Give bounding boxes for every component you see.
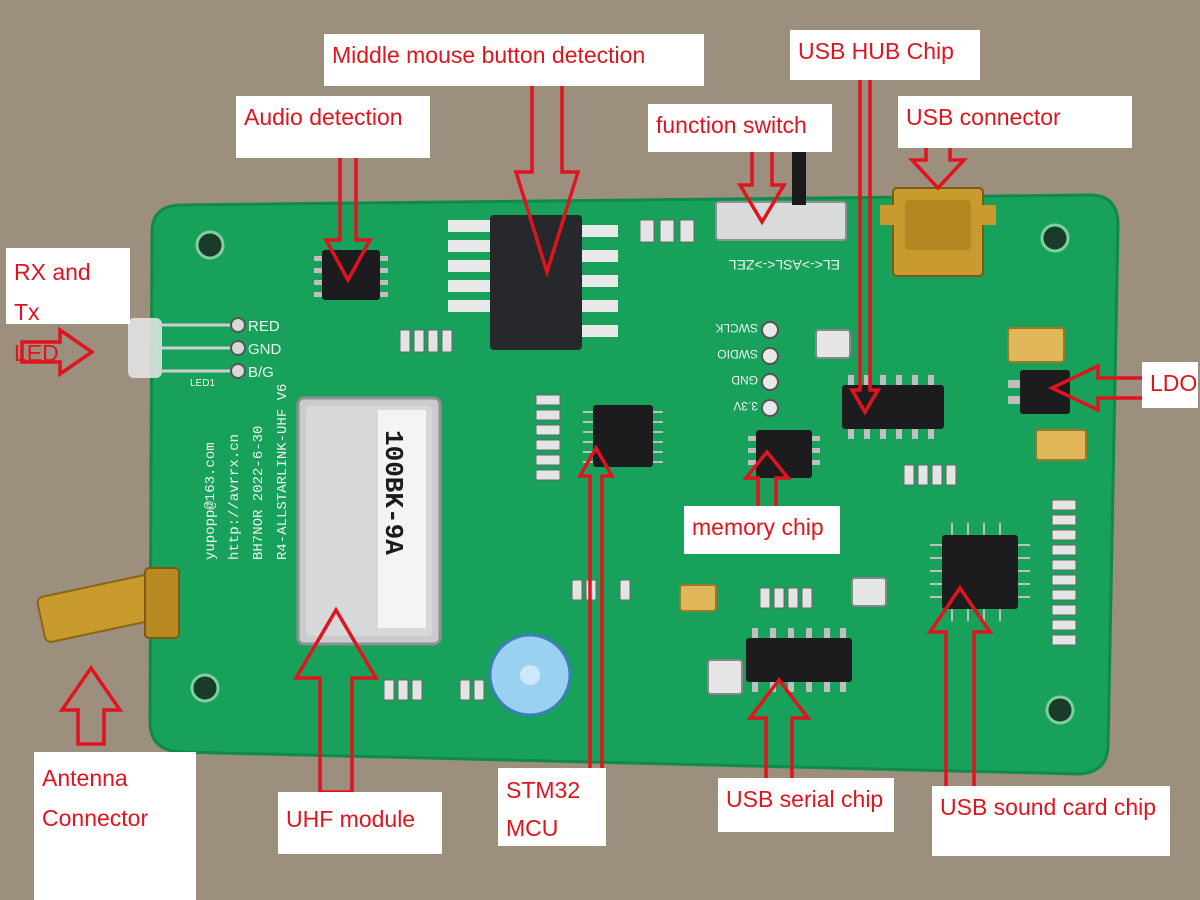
crystal-3 [707,659,743,695]
led-gnd-label: GND [248,341,282,358]
label-uhf-module: UHF module [278,792,442,854]
label-stm32-mcu: STM32 MCU [498,768,606,846]
label-usb-serial-chip: USB serial chip [718,778,894,832]
mini-usb-connector [880,187,996,277]
label-function-switch: function switch [648,104,832,152]
arrow-middle-mouse [513,70,581,278]
silk-email: yupopp@163.com [203,442,219,560]
label-usb-hub-chip: USB HUB Chip [790,30,980,80]
silk-model: R4-ALLSTARLINK-UHF V6 [275,384,291,560]
function-switch: EL<->ASL<->ZEL [715,145,847,273]
switch-silkscreen: EL<->ASL<->ZEL [728,257,840,273]
crystal-1 [815,329,851,359]
crystal-2 [851,577,887,607]
label-audio-detection: Audio detection [236,96,430,158]
arrow-rx-tx [20,326,96,378]
usb-hub-chip [842,375,944,439]
electrolytic-capacitor [488,633,572,717]
label-usb-connector: USB connector [898,96,1132,148]
tantalum-cap-top [1007,327,1065,363]
tantalum-cap-bottom [1035,429,1087,461]
arrow-usb-sound [926,584,994,794]
label-ldo: LDO [1142,362,1198,408]
arrow-ldo [1047,363,1148,413]
silk-url: http://avrrx.cn [227,434,243,560]
label-usb-sound-card-chip: USB sound card chip [932,786,1170,856]
swd-3v3: 3.3V [733,399,758,413]
label-memory-chip: memory chip [684,506,840,554]
silk-date: BH7NOR 2022-6-30 [251,426,267,560]
arrow-usb-hub [848,70,882,416]
rx-tx-led: RED GND B/G LED1 [128,317,282,389]
led-red-label: RED [248,318,280,335]
tantalum-cap-mid [679,584,717,612]
arrow-antenna [58,664,124,746]
swd-pads: SWCLK SWDIO GND 3.3V [715,321,779,417]
label-antenna-connector: Antenna Connector [34,752,196,900]
uhf-module-text: 100BK-9A [378,430,408,555]
stm32-mcu-chip [583,405,663,467]
swd-swclk: SWCLK [715,321,758,335]
uhf-module: 100BK-9A [296,396,442,646]
memory-chip [748,430,820,478]
board-silkscreen-text: yupopp@163.com http://avrrx.cn BH7NOR 20… [203,384,291,560]
arrow-memory [742,449,792,510]
swd-gnd: GND [731,373,758,387]
middle-mouse-sensor [448,215,618,350]
label-middle-mouse-detection: Middle mouse button detection [324,34,704,86]
led-bg-label: B/G [248,364,274,381]
arrow-stm32 [576,444,616,792]
annotation-arrows [20,70,1148,794]
arrow-uhf [292,606,380,794]
usb-sound-card-chip [930,523,1030,621]
label-rx-tx-led: RX and Tx LED [6,248,130,366]
mounting-holes [190,223,1075,725]
arrow-audio [323,140,373,284]
smd-components [383,219,1077,701]
ldo-regulator [1008,370,1070,414]
led-ref-label: LED1 [190,378,215,389]
arrow-usb-serial [746,677,812,784]
swd-swdio: SWDIO [717,347,758,361]
sma-antenna-connector [36,567,180,643]
